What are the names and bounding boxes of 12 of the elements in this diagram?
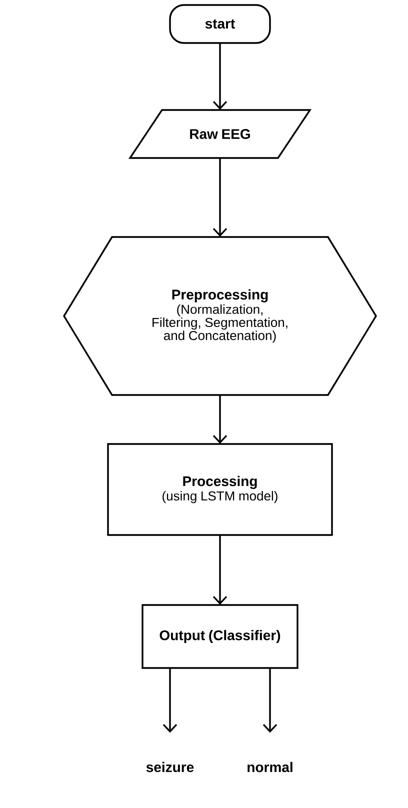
arrow (262, 668, 278, 733)
arrow (212, 535, 228, 605)
process-hexagon: Preprocessing (Normalization, Filtering, Segmentation, and Concatenation) (63, 236, 377, 396)
arrow (212, 158, 228, 237)
outcome-label: seizure (146, 762, 194, 772)
arrow (212, 395, 228, 444)
arrow (212, 43, 228, 110)
outcome-label: normal (248, 762, 292, 772)
start-terminal: start (169, 4, 271, 44)
arrow (162, 668, 178, 733)
output-box: Output (Classifier) (142, 604, 298, 669)
process-box: Processing (using LSTM model) (107, 443, 333, 536)
